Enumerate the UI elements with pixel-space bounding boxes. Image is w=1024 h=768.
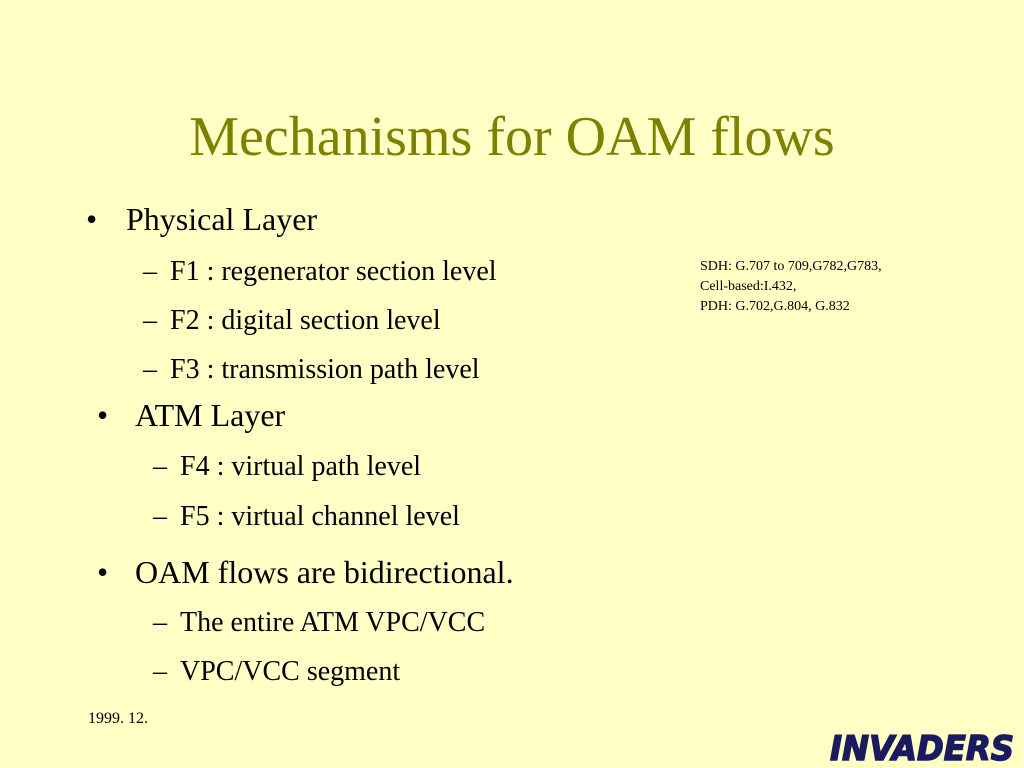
bullet-marker: •	[86, 201, 98, 237]
bullet-text: Physical Layer	[126, 201, 318, 237]
bullet-text: ATM Layer	[135, 397, 286, 433]
logo-wordmark: INVADERS	[830, 729, 1014, 765]
footer-date: 1999. 12.	[88, 710, 148, 727]
dash-marker: –	[153, 607, 167, 638]
dash-marker: –	[143, 305, 157, 336]
invaders-logo: INVADERS	[829, 729, 1015, 765]
sub-item-text: The entire ATM VPC/VCC	[180, 607, 486, 638]
slide-title: Mechanisms for OAM flows	[189, 106, 835, 168]
bullet-marker: •	[97, 554, 109, 590]
sub-item-text: VPC/VCC segment	[180, 656, 401, 687]
note-line-cell-based: Cell-based:I.432,	[700, 279, 797, 294]
sub-item-text: F5 : virtual channel level	[180, 501, 460, 532]
sub-item-text: F1 : regenerator section level	[170, 256, 497, 287]
dash-marker: –	[153, 501, 167, 532]
sub-item-text: F4 : virtual path level	[180, 451, 422, 482]
sub-item-text: F2 : digital section level	[170, 305, 441, 336]
dash-marker: –	[153, 656, 167, 687]
bullet-marker: •	[97, 397, 109, 433]
note-line-sdh: SDH: G.707 to 709,G782,G783,	[700, 259, 882, 274]
note-line-pdh: PDH: G.702,G.804, G.832	[700, 299, 850, 314]
dash-marker: –	[143, 256, 157, 287]
standards-note: SDH: G.707 to 709,G782,G783, Cell-based:…	[700, 257, 882, 317]
sub-item-text: F3 : transmission path level	[170, 354, 480, 385]
dash-marker: –	[153, 451, 167, 482]
dash-marker: –	[143, 354, 157, 385]
bullet-text: OAM flows are bidirectional.	[135, 554, 514, 590]
